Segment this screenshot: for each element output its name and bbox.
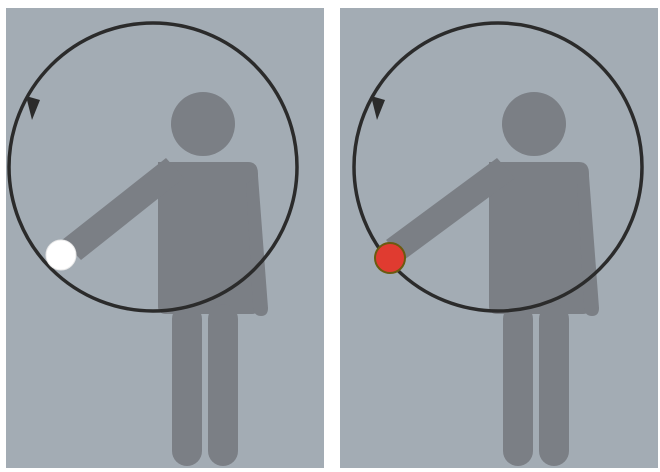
ball-white	[46, 240, 76, 270]
figure-head	[171, 92, 235, 156]
ball-red	[375, 243, 405, 273]
figure-leg-right	[539, 304, 569, 466]
figure-leg-left	[503, 304, 533, 466]
panel-right-red-ball	[340, 8, 658, 468]
figure-leg-left	[172, 304, 202, 466]
figure-head	[502, 92, 566, 156]
panel-right-svg	[340, 8, 658, 468]
figure-leg-right	[208, 304, 238, 466]
panel-left-white-ball	[6, 8, 324, 468]
panel-left-svg	[6, 8, 324, 468]
